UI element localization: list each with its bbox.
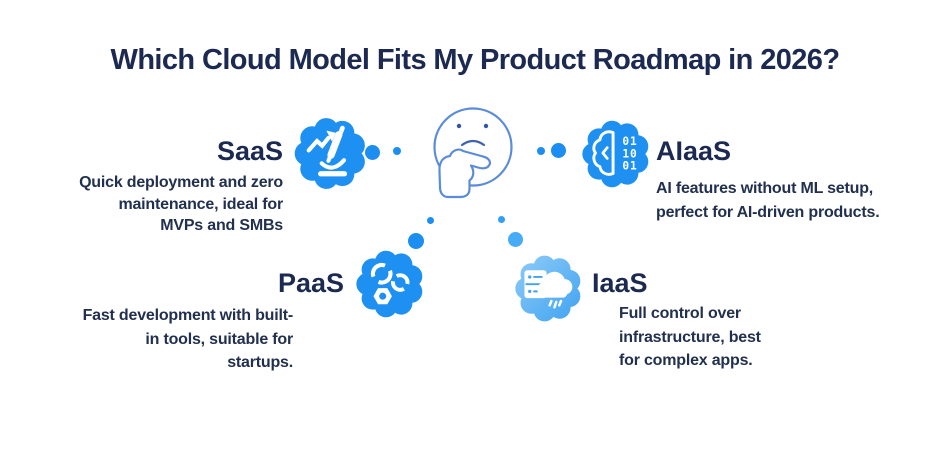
paas-gears-icon [356, 250, 423, 318]
aiaas-description: AI features without ML setup, perfect fo… [656, 180, 880, 221]
binary-row: 10 [622, 147, 637, 160]
aiaas-brain-binary-icon: 01 10 01 [582, 120, 649, 188]
binary-row: 01 [622, 135, 637, 148]
aiaas-label: AIaaS [656, 136, 732, 166]
connector-dot [365, 145, 380, 160]
connector-dot [498, 216, 505, 223]
saas-microscope-icon [294, 118, 365, 189]
binary-row: 01 [622, 160, 637, 173]
connector-dot [537, 147, 545, 155]
iaas-label: IaaS [592, 268, 648, 298]
thinking-face-icon [433, 107, 513, 199]
paas-label: PaaS [277, 268, 344, 298]
connector-dot [508, 232, 523, 247]
iaas-cloud-server-icon [515, 255, 581, 322]
connector-dot [408, 233, 424, 249]
saas-description: Quick deployment and zero maintenance, i… [79, 174, 283, 234]
saas-label: SaaS [216, 136, 283, 166]
connector-dot [427, 217, 434, 224]
connector-dot [551, 143, 566, 158]
iaas-description: Full control over infrastructure, best f… [619, 305, 761, 369]
paas-description: Fast development with built- in tools, s… [82, 307, 294, 371]
connector-dot [393, 147, 401, 155]
page-title: Which Cloud Model Fits My Product Roadma… [110, 44, 840, 76]
